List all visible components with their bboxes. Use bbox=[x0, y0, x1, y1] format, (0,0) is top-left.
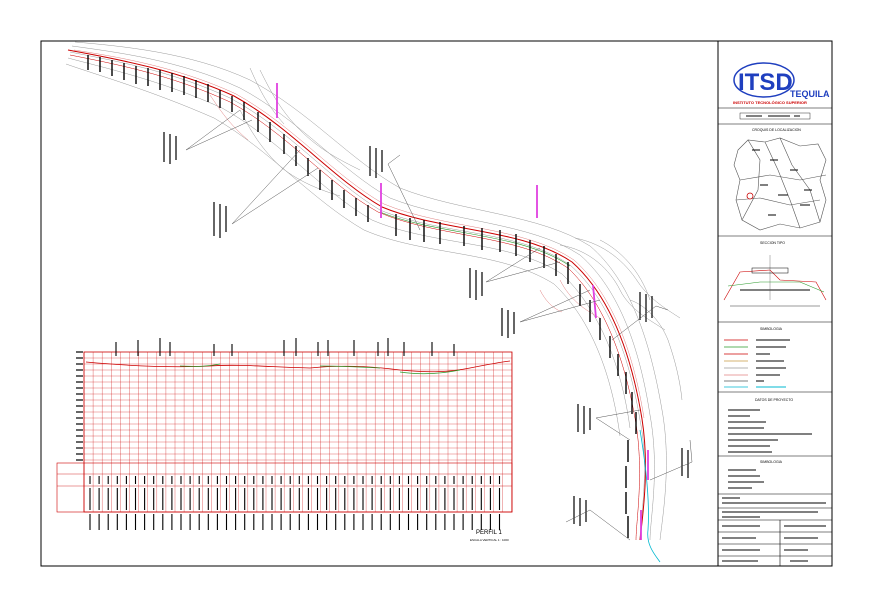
road-alignment bbox=[67, 49, 646, 541]
data-heading: DATOS DE PROYECTO bbox=[755, 398, 793, 402]
logo-main-text: ITSD bbox=[738, 69, 793, 96]
centerline-green bbox=[379, 211, 571, 267]
contour-lines-secondary bbox=[73, 49, 645, 419]
institute-logo: ITSD TEQUILA INSTITUTO TECNOLÓGICO SUPER… bbox=[733, 62, 830, 105]
stream-line bbox=[639, 429, 661, 563]
section-heading: SECCION TIPO bbox=[760, 241, 785, 245]
project-data-rows bbox=[728, 409, 812, 453]
institute-name: INSTITUTO TECNOLÓGICO SUPERIOR bbox=[733, 100, 807, 105]
highlight-markers bbox=[276, 83, 649, 540]
notes-heading: SIMBOLOGIA bbox=[760, 460, 783, 464]
leader-lines bbox=[185, 109, 693, 541]
callout-clusters bbox=[163, 132, 689, 526]
typical-section-drawing bbox=[723, 255, 827, 307]
profile-scale-note: ESCALA VERTICAL 1 : 1000 bbox=[470, 538, 509, 542]
road-alignment-edge bbox=[69, 54, 640, 541]
legend-heading: SIMBOLOGIA bbox=[760, 327, 783, 331]
drawing-frame bbox=[40, 40, 833, 567]
map-heading: CROQUIS DE LOCALIZACION bbox=[752, 128, 801, 132]
logo-sub-text: TEQUILA bbox=[790, 89, 830, 99]
station-ticks bbox=[87, 55, 637, 538]
grade-profile bbox=[179, 363, 461, 375]
legend-rows bbox=[724, 339, 790, 388]
profile-label: PERFIL 1 bbox=[476, 530, 502, 536]
contour-lines bbox=[65, 41, 683, 541]
profile-grid bbox=[56, 338, 513, 530]
project-title-rows bbox=[722, 497, 826, 562]
plan-view bbox=[65, 41, 693, 563]
notes-rows bbox=[728, 469, 764, 489]
title-block: ITSD TEQUILA INSTITUTO TECNOLÓGICO SUPER… bbox=[718, 62, 832, 566]
locator-map bbox=[733, 137, 827, 231]
ground-profile bbox=[85, 360, 511, 373]
